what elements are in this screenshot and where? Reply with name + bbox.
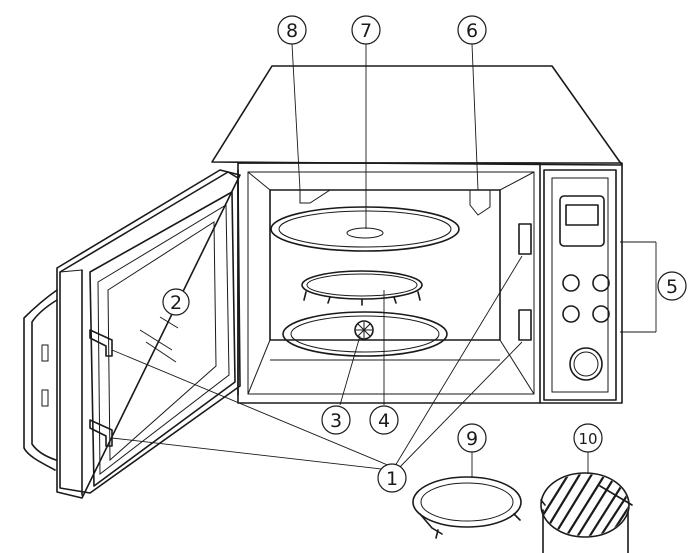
roller-ring [301,270,423,306]
control-panel [543,169,617,401]
callout-label: 8 [286,20,298,42]
glass-tray [270,206,460,252]
cabinet [211,65,623,404]
latch-slot-bottom [518,309,532,341]
callout-label: 9 [466,428,478,450]
panel-button [592,274,610,292]
callout-label: 10 [578,430,597,448]
callout-1: 1 [377,463,407,493]
callout-label: 4 [378,410,390,432]
display-housing [559,195,605,247]
callout-6: 6 [457,15,487,45]
callout-label: 2 [170,292,182,314]
latch-slot-top [518,223,532,255]
callout-5: 5 [657,271,687,301]
callout-2: 2 [162,288,190,316]
callout-label: 6 [466,20,478,42]
door-hook-top [89,329,113,357]
panel-button [562,274,580,292]
grill-heater [299,189,332,204]
callout-label: 7 [360,20,372,42]
roller-ring-loose [412,476,522,539]
callout-8: 8 [277,15,307,45]
door [23,169,241,499]
callout-3: 3 [321,405,351,435]
waveguide-cover [469,189,491,216]
display-screen [565,204,599,226]
callout-label: 5 [666,276,678,298]
callout-4: 4 [369,405,399,435]
door-hook-bottom [89,419,113,447]
turntable-shaft [354,320,374,340]
panel-button [562,305,580,323]
callout-10: 10 [573,423,603,453]
callout-label: 3 [330,410,342,432]
panel-button [592,305,610,323]
dial-knob [569,347,603,381]
leader-lines [111,43,657,478]
callout-label: 1 [386,468,398,490]
cavity-floor-tray [282,311,448,357]
grill-rack [540,472,633,553]
callout-9: 9 [457,423,487,453]
callout-7: 7 [351,15,381,45]
